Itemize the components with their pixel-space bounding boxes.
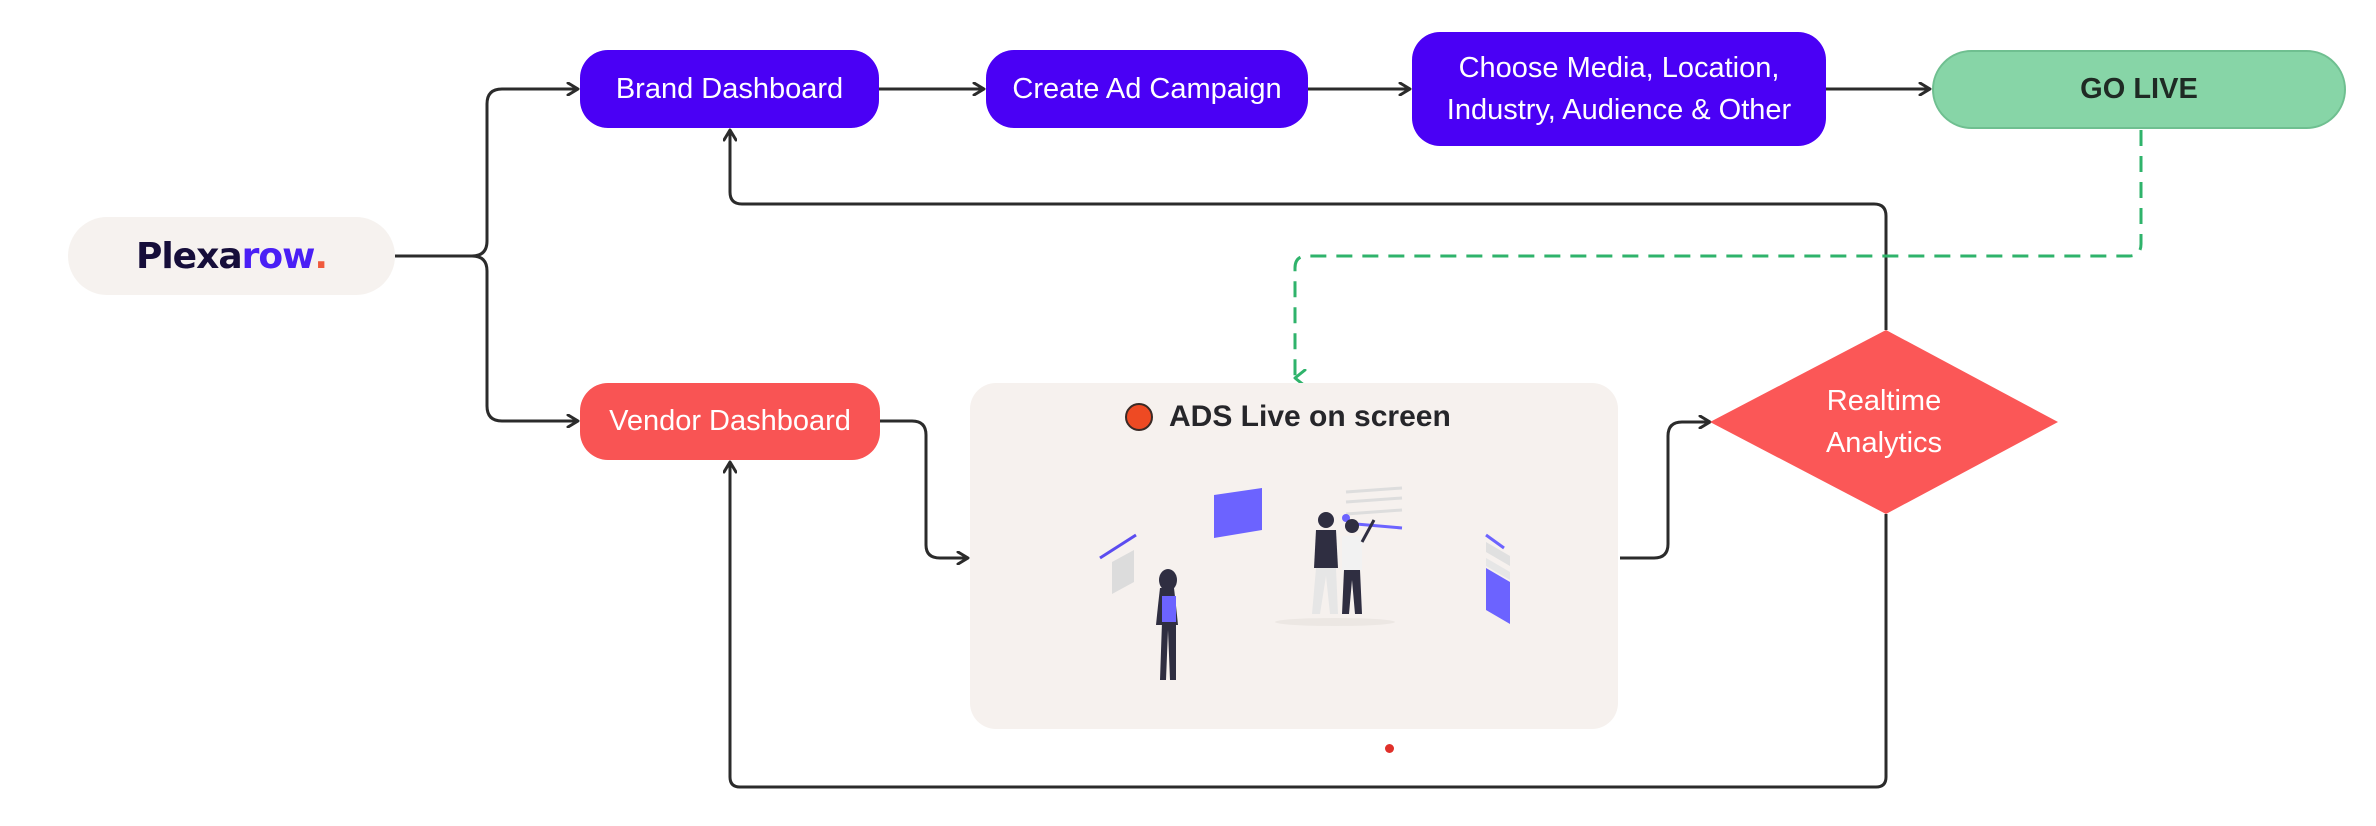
ads-live-title: ADS Live on screen [1125, 400, 1451, 434]
realtime-analytics-line2: Analytics [1825, 427, 1943, 459]
go-live-node[interactable]: GO LIVE [1932, 50, 2346, 129]
floating-panel-left [1112, 550, 1134, 594]
people-viewing-screens-illustration [1099, 486, 1510, 680]
realtime-analytics-line1: Realtime [1826, 385, 1942, 417]
indicator-dot [1385, 744, 1394, 753]
connector-vendor-to-live [880, 419, 968, 558]
live-indicator-icon [1125, 403, 1153, 431]
choose-media-line1: Choose Media, Location, [1458, 52, 1780, 84]
connector-analytics-to-brand [730, 130, 1888, 330]
floating-screen-right [1486, 568, 1510, 624]
realtime-analytics-node[interactable]: Realtime Analytics [1710, 330, 2058, 514]
connector-logo-to-brand [395, 89, 578, 258]
vendor-dashboard-node[interactable]: Vendor Dashboard [580, 383, 880, 460]
floating-panel-right-1 [1486, 542, 1510, 566]
choose-media-line2: Industry, Audience & Other [1446, 94, 1792, 126]
board-dot [1342, 514, 1350, 522]
realtime-analytics-diamond [1710, 330, 2058, 514]
floor-shadow [1275, 618, 1395, 626]
brand-dashboard-label: Brand Dashboard [615, 73, 844, 105]
connector-logo-to-vendor [471, 254, 578, 421]
floating-panel-right-2 [1486, 558, 1510, 580]
person-standing [1156, 569, 1178, 680]
floating-line-left [1099, 533, 1137, 560]
brand-dashboard-node[interactable]: Brand Dashboard [580, 50, 879, 128]
board-line-3 [1345, 508, 1403, 516]
connector-golive-to-live-dashed [1293, 130, 2143, 378]
create-ad-campaign-label: Create Ad Campaign [1012, 73, 1282, 105]
vendor-dashboard-label: Vendor Dashboard [609, 405, 851, 437]
ads-live-label: ADS Live on screen [1169, 400, 1451, 433]
choose-media-node[interactable]: Choose Media, Location, Industry, Audien… [1412, 32, 1826, 146]
connector-live-to-analytics [1620, 422, 1710, 560]
floating-line-right [1485, 533, 1505, 550]
floating-screen-center [1214, 488, 1262, 538]
board-line-2 [1345, 496, 1403, 504]
people-pair [1312, 512, 1376, 614]
create-ad-campaign-node[interactable]: Create Ad Campaign [986, 50, 1308, 128]
board-line-accent [1355, 522, 1403, 530]
connector-analytics-to-vendor [730, 462, 1888, 789]
go-live-label: GO LIVE [2080, 73, 2198, 105]
board-line-1 [1345, 486, 1403, 494]
